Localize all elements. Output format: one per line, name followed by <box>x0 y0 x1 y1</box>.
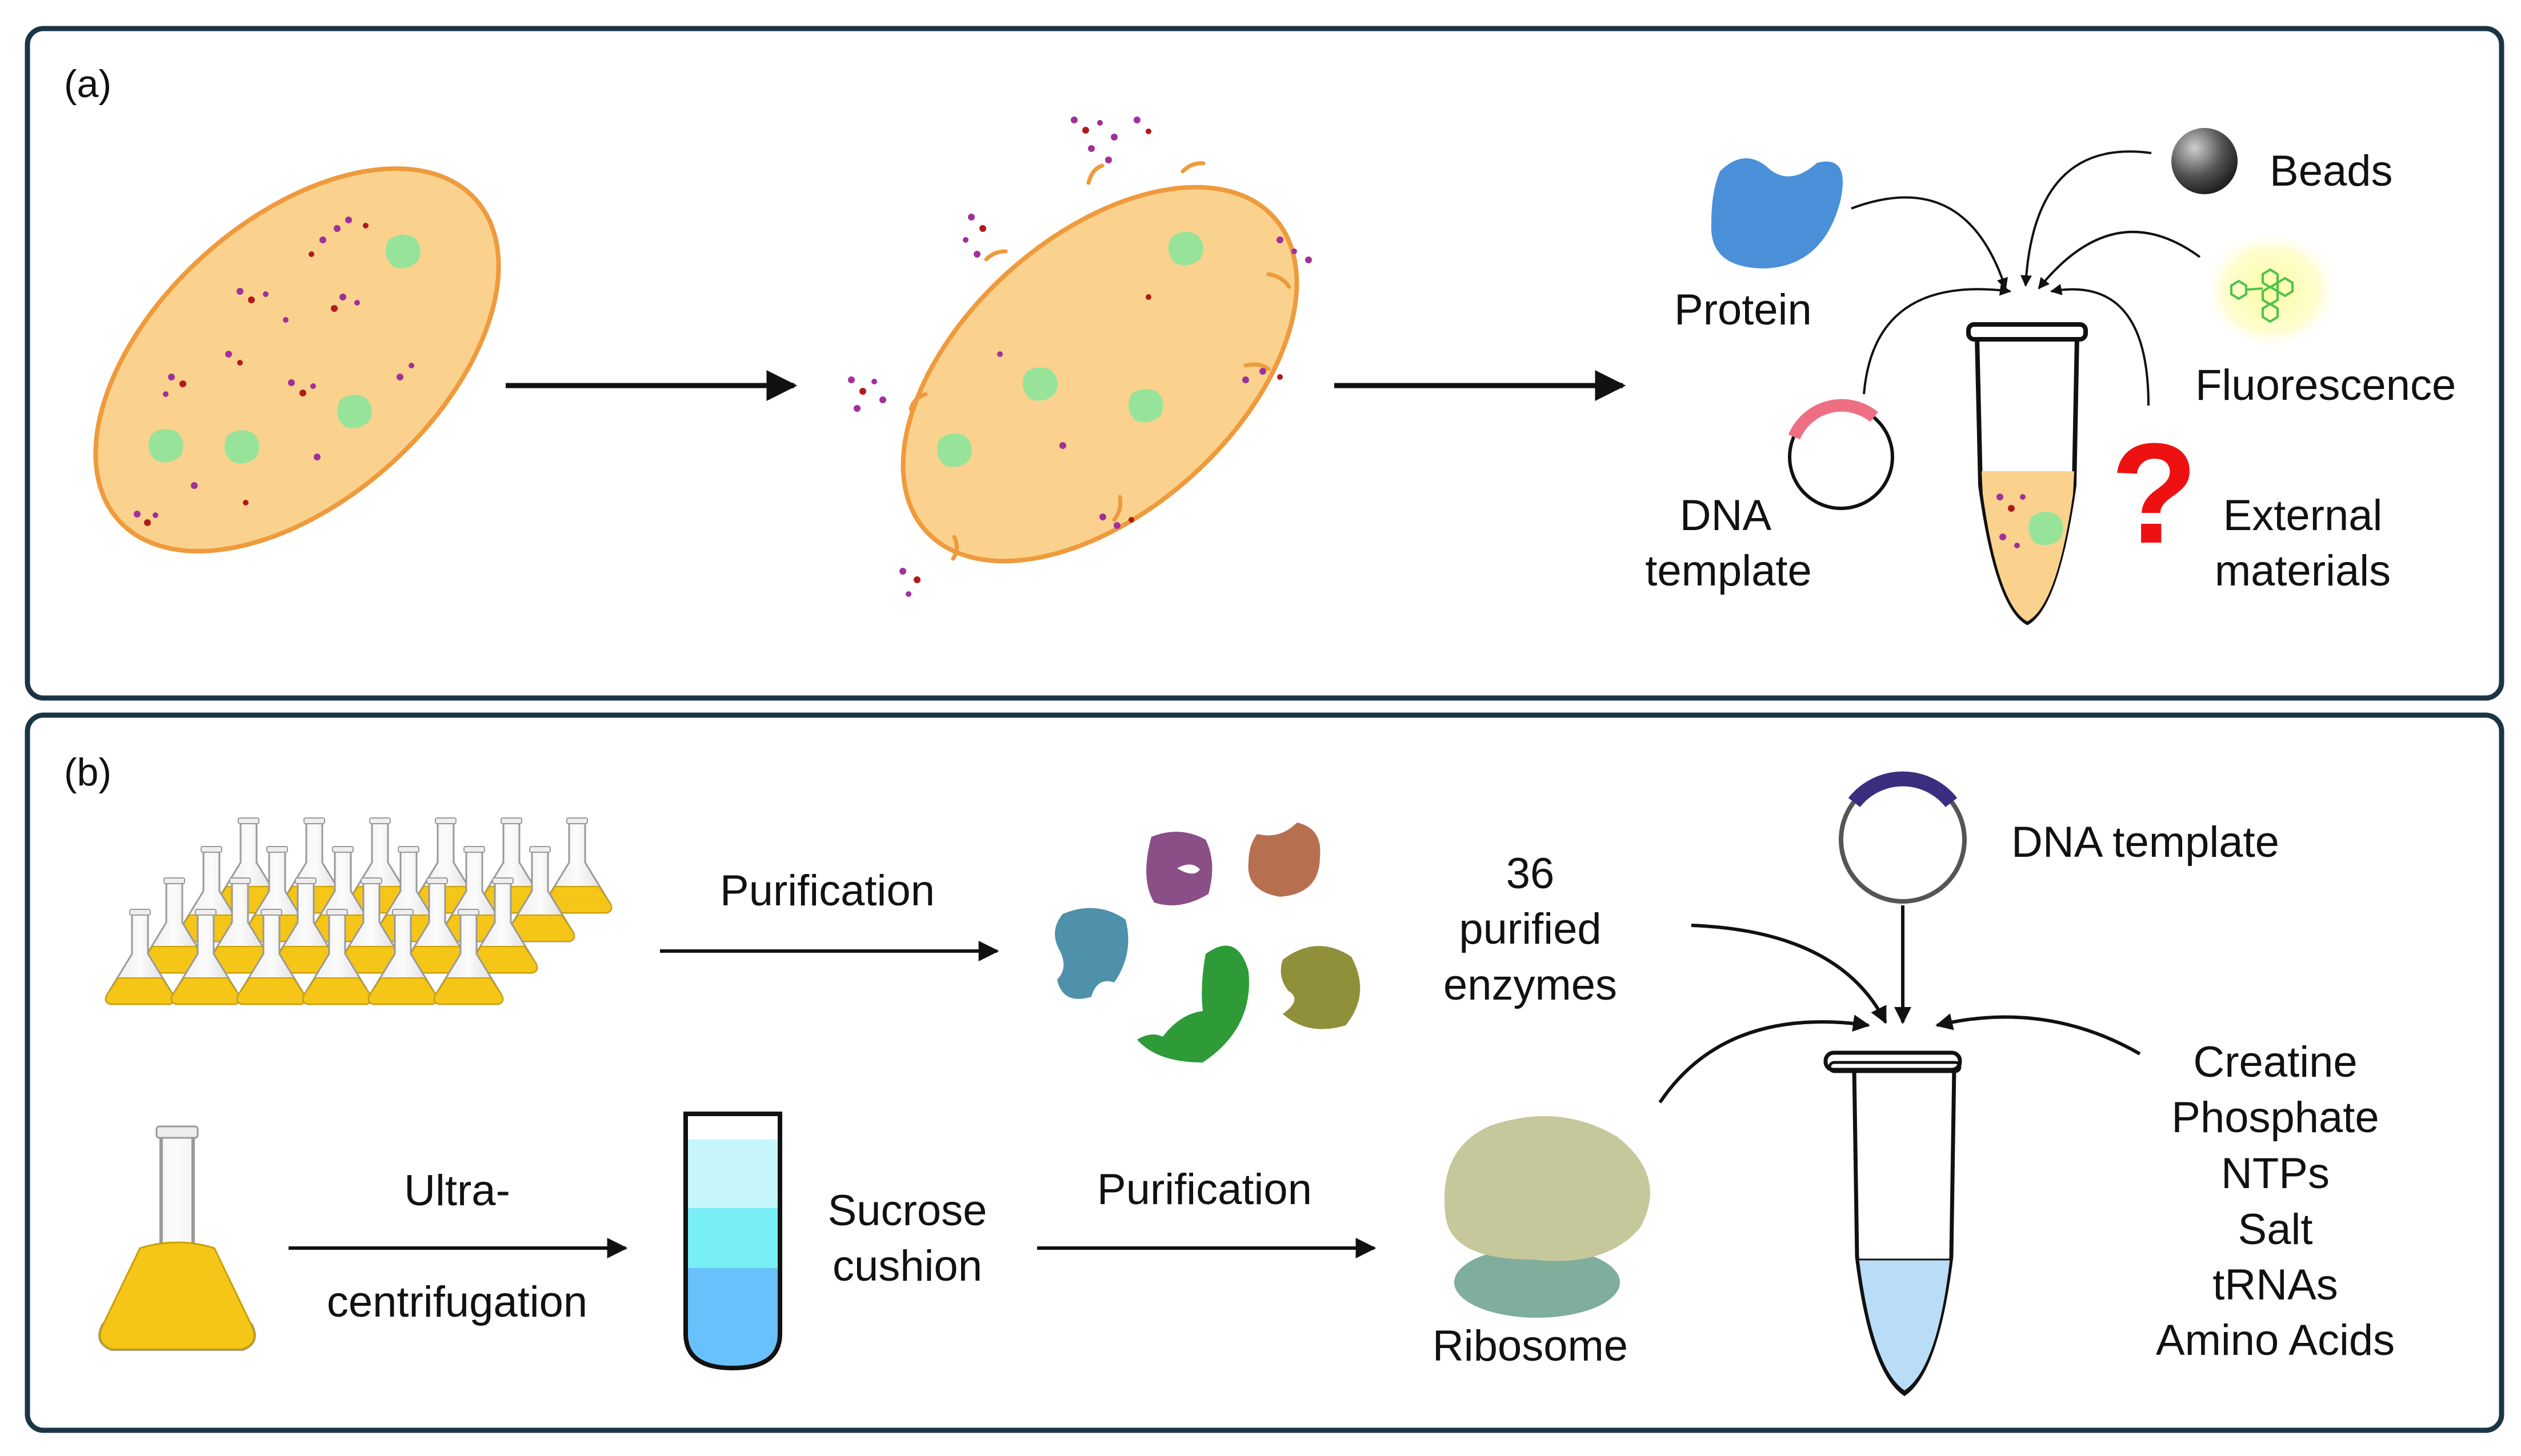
panel-a: (a) <box>25 26 2504 701</box>
input-arrows <box>1851 150 2201 406</box>
panel-a-frame <box>25 26 2504 701</box>
component-phosphate: Phosphate <box>2171 1093 2379 1142</box>
leaked-small-molecules <box>848 117 1312 597</box>
component-salt: Salt <box>2238 1205 2313 1254</box>
fluorescence-label: Fluorescence <box>2195 361 2456 410</box>
fluorescence-icon <box>2203 230 2340 350</box>
sucrose-label-line2: cushion <box>833 1242 982 1290</box>
ribosome-icon <box>1444 1116 1650 1318</box>
panel-b: (b) Purification 36 purified enzymes DNA <box>25 712 2504 1433</box>
component-ntps: NTPs <box>2221 1149 2330 1198</box>
cell-protein-blobs <box>148 234 421 464</box>
ultra-label-line2: centrifugation <box>327 1278 587 1326</box>
enzyme-teal-icon <box>1055 908 1129 999</box>
purification-top-label: Purification <box>720 867 935 915</box>
enzymes-label-line1: 36 <box>1506 849 1555 898</box>
flask-array <box>105 817 613 1005</box>
enzymes-label-line2: purified <box>1459 905 1601 953</box>
protein-label: Protein <box>1674 286 1812 334</box>
enzyme-brown-icon <box>1248 823 1320 897</box>
ultra-label-line1: Ultra- <box>404 1166 510 1215</box>
external-label-line2: materials <box>2215 547 2391 595</box>
panel-a-tag: (a) <box>64 62 111 106</box>
dna-label-line1: DNA <box>1680 491 1772 540</box>
reaction-tube <box>1966 322 2088 625</box>
component-creatine: Creatine <box>2193 1038 2357 1086</box>
bead-icon <box>2171 128 2238 194</box>
component-amino-acids: Amino Acids <box>2156 1316 2395 1365</box>
dna-template-icon <box>1839 771 1967 904</box>
sucrose-label-line1: Sucrose <box>828 1186 987 1235</box>
intact-cell <box>93 166 501 553</box>
final-input-arrows <box>1658 905 2141 1104</box>
ribosome-label: Ribosome <box>1432 1322 1628 1370</box>
lysed-cell <box>848 117 1312 597</box>
final-reaction-tube <box>1823 1050 1962 1397</box>
reaction-components-list: Creatine Phosphate NTPs Salt tRNAs Amino… <box>2156 1038 2395 1365</box>
cell-small-molecules <box>134 216 414 526</box>
question-mark-icon: ? <box>2111 414 2198 573</box>
component-trnas: tRNAs <box>2212 1261 2338 1309</box>
external-label-line1: External <box>2223 491 2383 540</box>
dna-template-label: DNA template <box>2011 818 2279 867</box>
protein-icon <box>1711 158 1843 268</box>
membrane-ruptures <box>909 161 1291 561</box>
culture-flask <box>98 1125 256 1351</box>
panel-b-tag: (b) <box>64 751 111 794</box>
sucrose-cushion-tube <box>683 1112 782 1371</box>
dna-label-line2: template <box>1645 547 1812 595</box>
beads-label: Beads <box>2270 147 2393 195</box>
enzyme-olive-icon <box>1280 946 1360 1029</box>
panel-b-frame <box>25 712 2504 1433</box>
enzyme-icons <box>1055 823 1360 1062</box>
enzymes-label-line3: enzymes <box>1443 961 1617 1009</box>
enzyme-green-icon <box>1137 945 1249 1062</box>
purification-bottom-label: Purification <box>1097 1165 1312 1214</box>
dna-plasmid-icon <box>1788 399 1894 510</box>
lysed-cell-protein-blobs <box>937 231 1203 467</box>
